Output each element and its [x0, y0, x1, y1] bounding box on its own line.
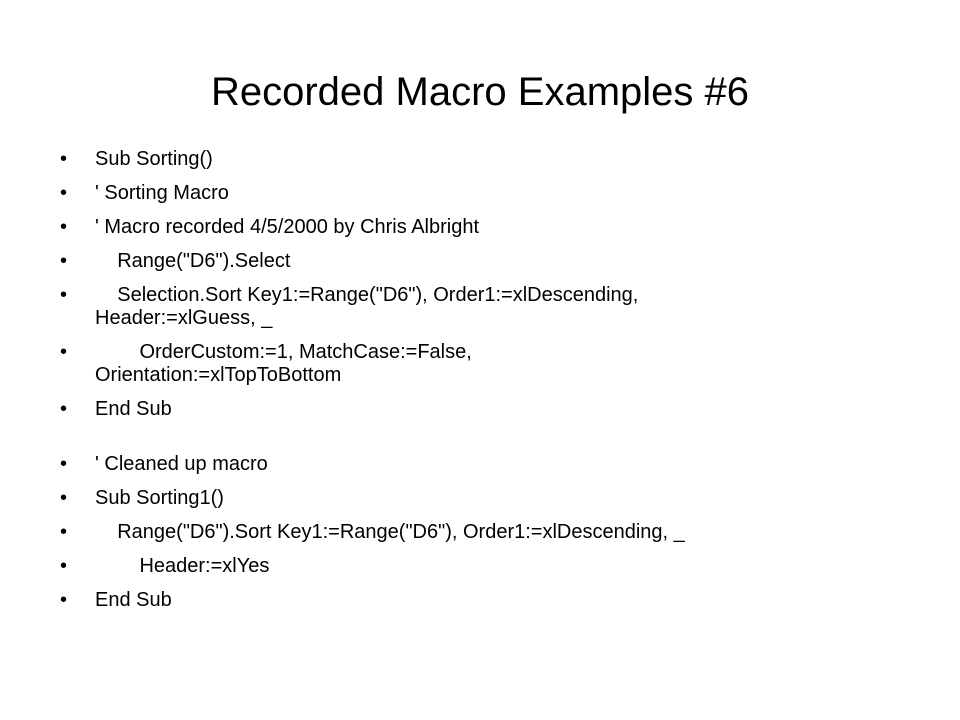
bullet-text: ' Cleaned up macro — [95, 453, 268, 475]
bullet-item: • Range("D6").Sort Key1:=Range("D6"), Or… — [60, 521, 920, 544]
bullet-dot: • — [60, 589, 68, 611]
bullet-text: OrderCustom:=1, MatchCase:=False, Orient… — [95, 341, 472, 386]
bullet-item: • Range("D6").Select — [60, 250, 920, 273]
bullet-text: End Sub — [95, 398, 172, 420]
bullet-text: Range("D6").Sort Key1:=Range("D6"), Orde… — [95, 521, 685, 543]
bullet-dot: • — [60, 284, 68, 306]
bullet-text: Header:=xlYes — [95, 555, 270, 577]
bullet-text: End Sub — [95, 589, 172, 611]
bullet-dot: • — [60, 398, 68, 420]
bullet-dot: • — [60, 453, 68, 475]
bullet-text: Range("D6").Select — [95, 250, 291, 272]
bullet-dot: • — [60, 555, 68, 577]
bullet-text: Selection.Sort Key1:=Range("D6"), Order1… — [95, 284, 639, 329]
bullet-item: • Header:=xlYes — [60, 555, 920, 578]
bullet-item: • ' Macro recorded 4/5/2000 by Chris Albr… — [60, 216, 920, 239]
bullet-item: • End Sub — [60, 398, 920, 421]
bullet-text: Sub Sorting() — [95, 148, 213, 170]
bullet-dot: • — [60, 250, 68, 272]
bullet-dot: • — [60, 148, 68, 170]
bullet-item: • End Sub — [60, 589, 920, 612]
bullet-item: • ' Cleaned up macro — [60, 453, 920, 476]
bullet-text: ' Sorting Macro — [95, 182, 229, 204]
bullet-dot: • — [60, 521, 68, 543]
bullet-item: • Sub Sorting() — [60, 148, 920, 171]
bullet-item: • ' Sorting Macro — [60, 182, 920, 205]
bullet-item: • Sub Sorting1() — [60, 487, 920, 510]
bullet-dot: • — [60, 487, 68, 509]
bullet-item: • Selection.Sort Key1:=Range("D6"), Orde… — [60, 284, 920, 330]
bullet-dot: • — [60, 341, 68, 363]
slide-title: Recorded Macro Examples #6 — [210, 70, 750, 114]
bullet-dot: • — [60, 182, 68, 204]
bullet-text: ' Macro recorded 4/5/2000 by Chris Albri… — [95, 216, 480, 238]
bullet-list: • Sub Sorting() • ' Sorting Macro • ' Macro… — [60, 148, 920, 623]
bullet-item: • OrderCustom:=1, MatchCase:=False, Orie… — [60, 341, 920, 387]
bullet-text: Sub Sorting1() — [95, 487, 224, 509]
bullet-dot: • — [60, 216, 68, 238]
